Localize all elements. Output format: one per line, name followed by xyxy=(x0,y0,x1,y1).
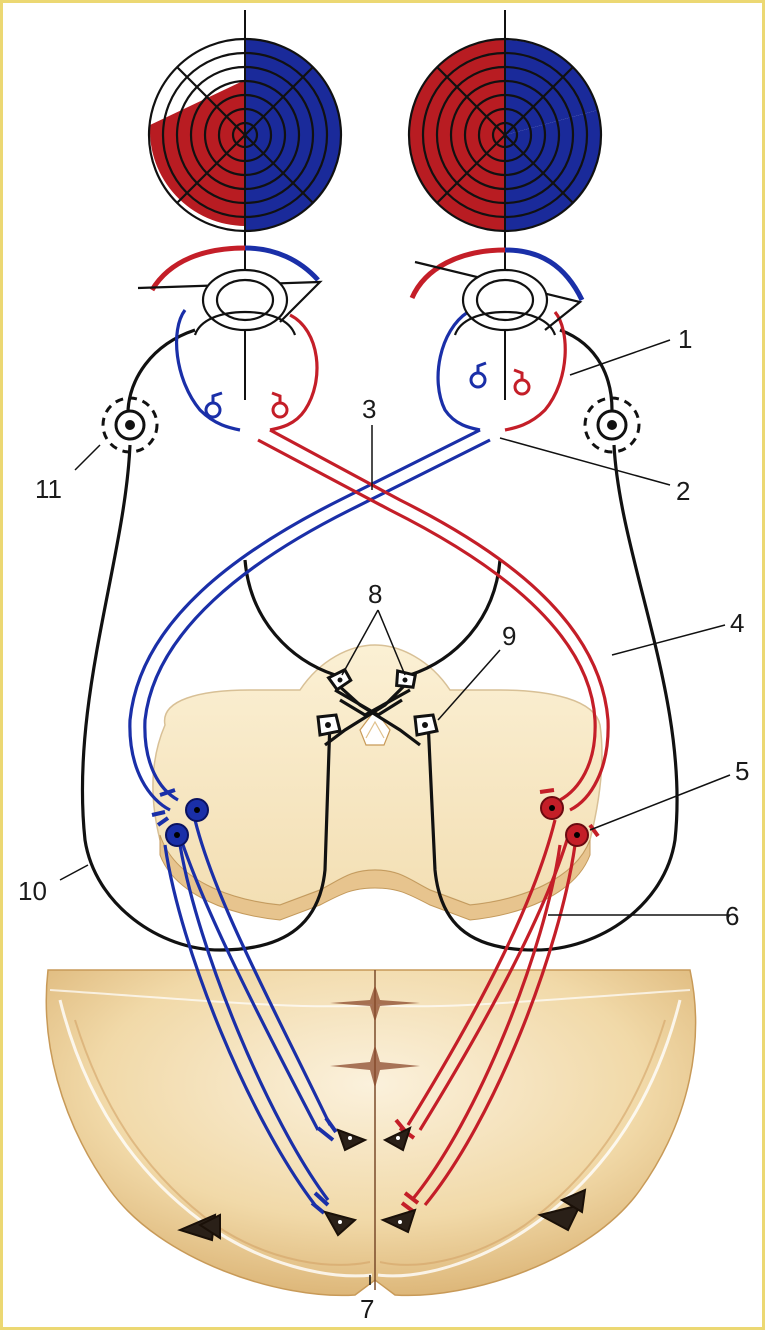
label-10: 10 xyxy=(18,876,47,906)
midbrain-section xyxy=(153,645,602,920)
label-3: 3 xyxy=(362,394,376,424)
left-eye xyxy=(138,270,320,335)
label-2: 2 xyxy=(676,476,690,506)
label-7: 7 xyxy=(360,1294,374,1324)
label-4: 4 xyxy=(730,608,744,638)
label-9: 9 xyxy=(502,621,516,651)
right-visual-field-chart xyxy=(409,10,601,400)
right-eye xyxy=(415,262,580,335)
label-1: 1 xyxy=(678,324,692,354)
label-8: 8 xyxy=(368,579,382,609)
visual-cortex xyxy=(46,970,695,1295)
label-11: 11 xyxy=(35,474,62,504)
label-5: 5 xyxy=(735,756,749,786)
label-6: 6 xyxy=(725,901,739,931)
left-ciliary-ganglion xyxy=(103,398,157,452)
